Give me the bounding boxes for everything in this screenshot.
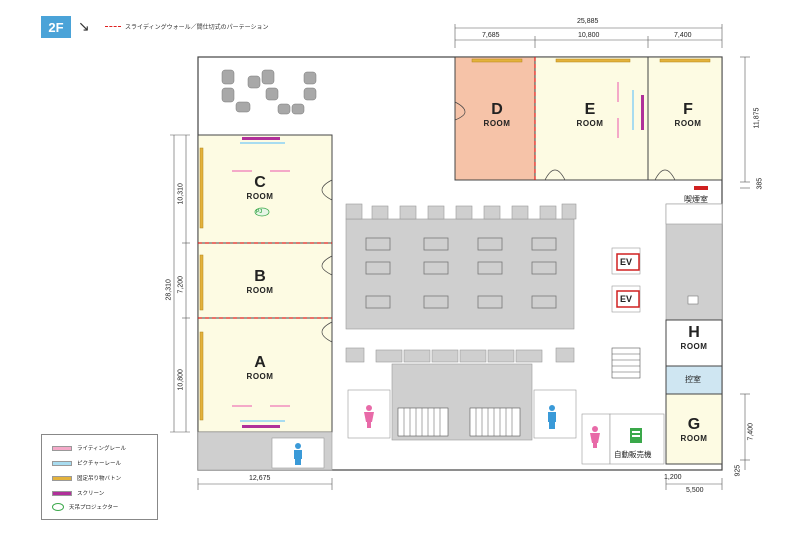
right-core-top (665, 203, 723, 225)
room-h-shape (665, 319, 723, 367)
room-f-label: F ROOM (666, 101, 710, 128)
waiting-room-label: 控室 (685, 375, 701, 384)
ev-label-1: EV (620, 257, 633, 267)
ev-frame-2 (616, 290, 640, 308)
partition-legend-label: スライディングウォール／間仕切式のパーテーション (125, 25, 269, 31)
legend-screen-label: スクリーン (77, 491, 105, 497)
projector-icon (254, 207, 270, 217)
room-c-label: C ROOM (238, 174, 282, 201)
room-d-shape (454, 56, 536, 181)
room-h-letter: H (688, 324, 700, 341)
room-a-label: A ROOM (238, 354, 282, 381)
dim-right-small: 385 (756, 177, 764, 190)
legend-projector-label: 天吊プロジェクター (69, 505, 119, 511)
dim-top-d: 7,685 (482, 32, 500, 39)
lounge-furniture (221, 69, 317, 115)
stairs (397, 347, 641, 437)
baton-rails (199, 58, 711, 421)
lock-icon (687, 295, 699, 305)
dim-left-a: 10,800 (177, 369, 185, 391)
picture-rails (240, 90, 634, 422)
dim-left-b: 7,200 (177, 275, 185, 294)
legend-baton: 固定吊り物バトン (52, 474, 121, 482)
room-d-word: ROOM (483, 119, 511, 128)
floor-badge: 2F (41, 16, 71, 38)
room-b-label: B ROOM (238, 268, 282, 295)
room-d-letter: D (491, 101, 503, 118)
room-e-label: E ROOM (568, 101, 612, 128)
dim-right-top: 11,875 (753, 107, 761, 129)
dim-bottom-g: 5,500 (686, 487, 704, 494)
dim-bottom-left: 12,675 (249, 475, 271, 482)
dim-top-total: 25,885 (577, 18, 599, 25)
legend-baton-label: 固定吊り物バトン (77, 476, 122, 482)
room-h-word: ROOM (680, 342, 708, 351)
screens (242, 95, 644, 428)
room-a-letter: A (254, 354, 266, 371)
legend-projector: 天吊プロジェクター (52, 503, 118, 511)
baton-icon (52, 475, 72, 481)
north-arrow-icon: ↘ (78, 18, 90, 34)
dimension-lines (170, 24, 750, 490)
room-c-word: ROOM (246, 192, 274, 201)
legend: ライティングレール ピクチャーレール 固定吊り物バトン スクリーン 天吊プロジェ… (41, 434, 158, 520)
partition-line-icon (105, 26, 121, 27)
projector-legend-icon (52, 503, 64, 511)
room-g-label: G ROOM (672, 416, 716, 443)
room-b-letter: B (254, 268, 266, 285)
room-f-shape (647, 56, 723, 181)
legend-picture-rail: ピクチャーレール (52, 459, 121, 467)
room-g-shape (665, 393, 723, 465)
room-g-word: ROOM (680, 434, 708, 443)
dim-right-bottom: 925 (734, 464, 742, 477)
dim-bottom-mid: 1,200 (664, 474, 682, 481)
restroom-female-left (347, 389, 391, 439)
picture-rail-icon (52, 460, 72, 466)
room-f-word: ROOM (674, 119, 702, 128)
legend-screen: スクリーン (52, 489, 104, 497)
dim-left-total: 28,310 (165, 279, 173, 301)
dim-top-f: 7,400 (674, 32, 692, 39)
room-g-letter: G (687, 416, 701, 433)
restroom-icons (294, 405, 600, 465)
vending-label: 自動販売機 (614, 450, 652, 459)
room-e-letter: E (584, 101, 596, 118)
lighting-rail-icon (52, 445, 72, 451)
room-c-letter: C (254, 174, 266, 191)
legend-lighting-rail: ライティングレール (52, 444, 126, 452)
room-d-label: D ROOM (475, 101, 519, 128)
seating-blocks (365, 237, 557, 309)
stair-treads (403, 353, 640, 436)
ev-frame-1 (616, 253, 640, 271)
smoking-room-label: 喫煙室 (684, 195, 708, 204)
room-h-label: H ROOM (672, 324, 716, 351)
dim-top-e: 10,800 (578, 32, 600, 39)
central-hall (345, 203, 577, 330)
room-a-shape (197, 317, 333, 433)
legend-lighting-label: ライティングレール (77, 446, 127, 452)
room-b-shape (197, 242, 333, 319)
room-e-shape (534, 56, 649, 181)
dim-left-c: 10,310 (177, 183, 185, 205)
door-swings (321, 101, 676, 343)
room-b-word: ROOM (246, 286, 274, 295)
partition-legend: スライディングウォール／間仕切式のパーテーション (105, 22, 268, 31)
room-e-word: ROOM (576, 119, 604, 128)
projector-badge-label: PJ (256, 209, 263, 215)
smoking-icon (694, 186, 708, 190)
dim-right-g: 7,400 (747, 422, 755, 441)
legend-picture-label: ピクチャーレール (77, 461, 121, 467)
ev-label-2: EV (620, 294, 633, 304)
lighting-rails (232, 82, 619, 407)
screen-icon (52, 490, 72, 496)
room-a-word: ROOM (246, 372, 274, 381)
room-f-letter: F (683, 101, 693, 118)
